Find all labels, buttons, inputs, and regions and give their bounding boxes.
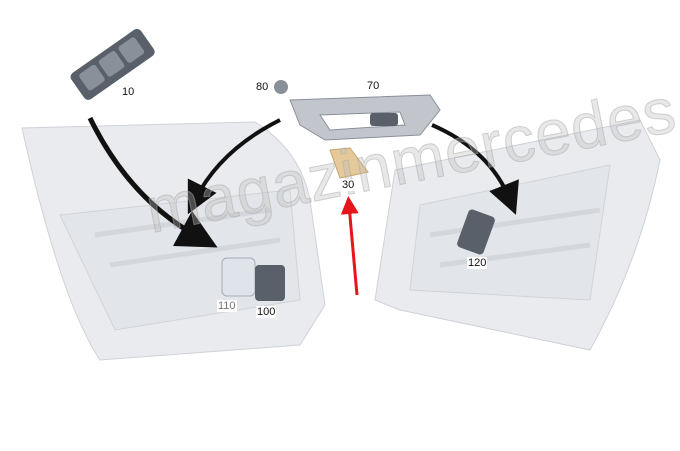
arrow-70-to-left-door	[187, 118, 281, 215]
trim-part-70	[289, 94, 441, 141]
pad-part-30	[329, 147, 369, 179]
label-110: 110	[217, 300, 237, 312]
label-30: 30	[341, 179, 356, 191]
label-100: 100	[256, 306, 277, 318]
clip-part-80	[274, 80, 288, 94]
right-door	[374, 119, 661, 351]
red-arrow-30	[340, 196, 359, 296]
switch-part-120	[457, 209, 495, 255]
arrow-70-to-right-door	[431, 123, 519, 215]
switch-part-100	[255, 265, 285, 301]
arrow-10-to-left-door	[87, 116, 218, 248]
label-70: 70	[366, 80, 381, 92]
label-120: 120	[467, 257, 488, 269]
switch-part-110	[221, 257, 256, 297]
label-80: 80	[255, 81, 270, 93]
switch-part-10	[70, 28, 155, 100]
label-10: 10	[121, 86, 136, 98]
